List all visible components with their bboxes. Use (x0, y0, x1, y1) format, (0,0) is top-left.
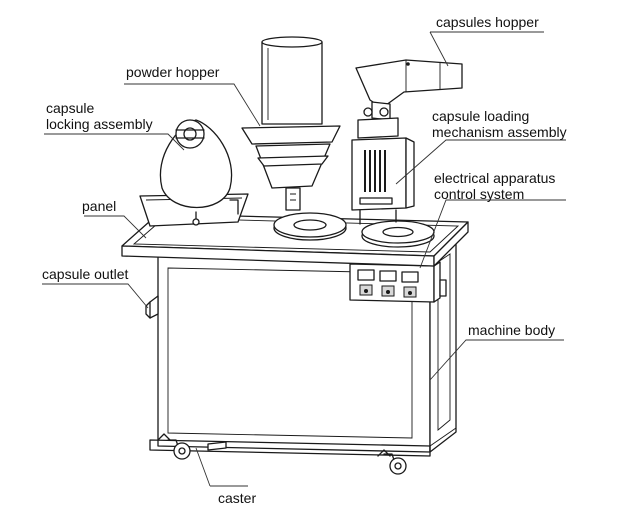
label-capsule-locking-assembly: capsule locking assembly (46, 100, 153, 132)
label-capsule-loading-mechanism: capsule loading mechanism assembly (432, 108, 567, 140)
capsule-outlet-drawing (145, 295, 159, 319)
label-caster: caster (218, 490, 257, 506)
powder-hopper-drawing (241, 36, 347, 241)
label-powder-hopper: powder hopper (126, 64, 220, 80)
label-panel: panel (82, 198, 117, 214)
electrical-control-drawing (349, 261, 447, 303)
label-machine-body: machine body (468, 322, 556, 338)
capsule-loading-mechanism-drawing (351, 107, 435, 248)
label-capsules-hopper: capsules hopper (436, 14, 539, 30)
leader-lines (42, 31, 566, 487)
capsule-locking-assembly-drawing (139, 119, 249, 227)
label-capsule-outlet: capsule outlet (42, 266, 129, 282)
label-electrical-control-system: electrical apparatus control system (434, 170, 556, 202)
caster-drawing (157, 433, 407, 475)
